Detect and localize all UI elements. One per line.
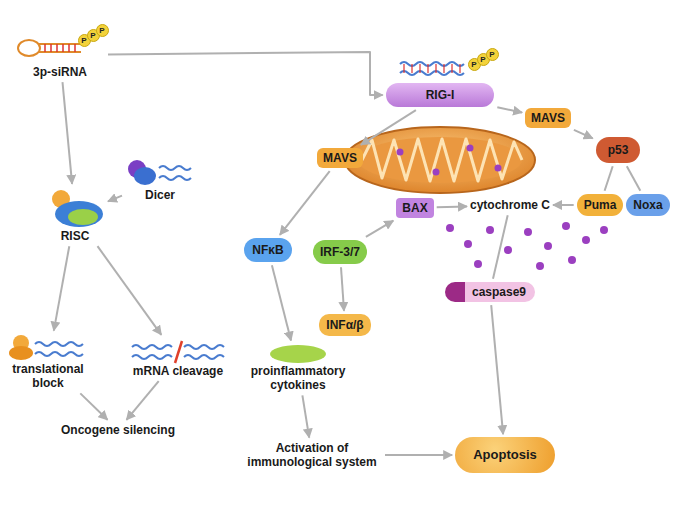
molecule-icon: [128, 338, 228, 364]
node-label: Activation of immunological system: [242, 441, 382, 470]
protein-blob: Noxa: [626, 194, 669, 216]
node-label: translational block: [5, 362, 91, 391]
protein-box: BAX: [396, 198, 433, 218]
node-label: Puma: [584, 198, 617, 212]
molecule-label: cytochrome C: [470, 198, 550, 212]
connector-arrow: [605, 166, 613, 191]
connector-arrow: [437, 205, 467, 208]
molecule-icon: [45, 187, 105, 229]
connector-arrow: [54, 246, 70, 330]
connector-arrow: [108, 196, 122, 202]
adaptor-tag: MAVS: [317, 148, 363, 168]
cytochrome-dots: [446, 222, 608, 270]
enzyme-shape: caspase9: [445, 282, 535, 302]
apoptosis-blob: Apoptosis: [455, 437, 555, 473]
node-label: Noxa: [633, 198, 662, 212]
connector-arrow: [127, 381, 159, 420]
connector-arrow: [361, 110, 416, 145]
phosphate-label: P: [486, 48, 499, 61]
complex-label: RISC: [45, 187, 105, 243]
cytokine-blob: INFα/β: [319, 314, 370, 336]
node-label: BAX: [402, 201, 427, 215]
node-label: RIG-I: [426, 88, 455, 102]
outcome-label: proinflammatory cytokines: [243, 344, 353, 393]
connector-arrow: [366, 221, 393, 237]
outcome-label: mRNA cleavage: [128, 338, 228, 378]
node-label: cytochrome C: [470, 198, 550, 212]
phosphate-label: P: [96, 24, 109, 37]
protein-blob: NFκB: [244, 238, 291, 262]
node-label: p53: [608, 143, 629, 157]
node-label: NFκB: [252, 243, 283, 257]
adaptor-tag: MAVS: [525, 108, 571, 128]
node-label: Oncogene silencing: [61, 423, 175, 437]
connector-arrow: [108, 52, 383, 95]
node-label: caspase9: [472, 285, 526, 299]
outcome-label: translational block: [5, 334, 91, 391]
protein-blob: Puma: [577, 194, 624, 216]
outcome-label: Oncogene silencing: [61, 423, 175, 437]
protein-blob: IRF-3/7: [313, 240, 367, 264]
protein-blob: p53: [596, 137, 641, 163]
connector-arrow: [385, 454, 452, 456]
connector-arrow: [553, 204, 574, 206]
rna-strand: [400, 62, 464, 75]
connector-arrow: [280, 171, 330, 235]
connector-arrow: [493, 215, 508, 279]
molecule-icon: [243, 344, 353, 364]
node-label: Apoptosis: [473, 447, 537, 463]
connector-arrow: [574, 130, 593, 139]
connector-arrow: [627, 166, 641, 191]
node-label: MAVS: [531, 111, 565, 125]
molecule-icon: [125, 158, 195, 188]
connector-arrow: [491, 305, 503, 434]
node-label: Dicer: [125, 188, 195, 202]
node-label: proinflammatory cytokines: [243, 364, 353, 393]
connector-arrow: [341, 267, 344, 311]
connector-arrow: [98, 246, 162, 335]
receptor-shape: RIG-I: [386, 83, 495, 107]
node-label: INFα/β: [326, 318, 363, 332]
enzyme-label: Dicer: [125, 158, 195, 202]
node-label: 3p-siRNA: [15, 65, 105, 79]
connector-arrow: [497, 107, 522, 112]
node-label: MAVS: [323, 151, 357, 165]
connector-arrow: [80, 393, 107, 419]
molecule-icon: [5, 334, 91, 362]
connector-arrow: [302, 395, 309, 437]
outcome-label: Activation of immunological system: [242, 441, 382, 470]
node-label: RISC: [45, 229, 105, 243]
connector-arrow: [272, 265, 291, 340]
node-label: IRF-3/7: [320, 245, 360, 259]
connector-arrow: [63, 82, 73, 184]
node-label: mRNA cleavage: [128, 364, 228, 378]
